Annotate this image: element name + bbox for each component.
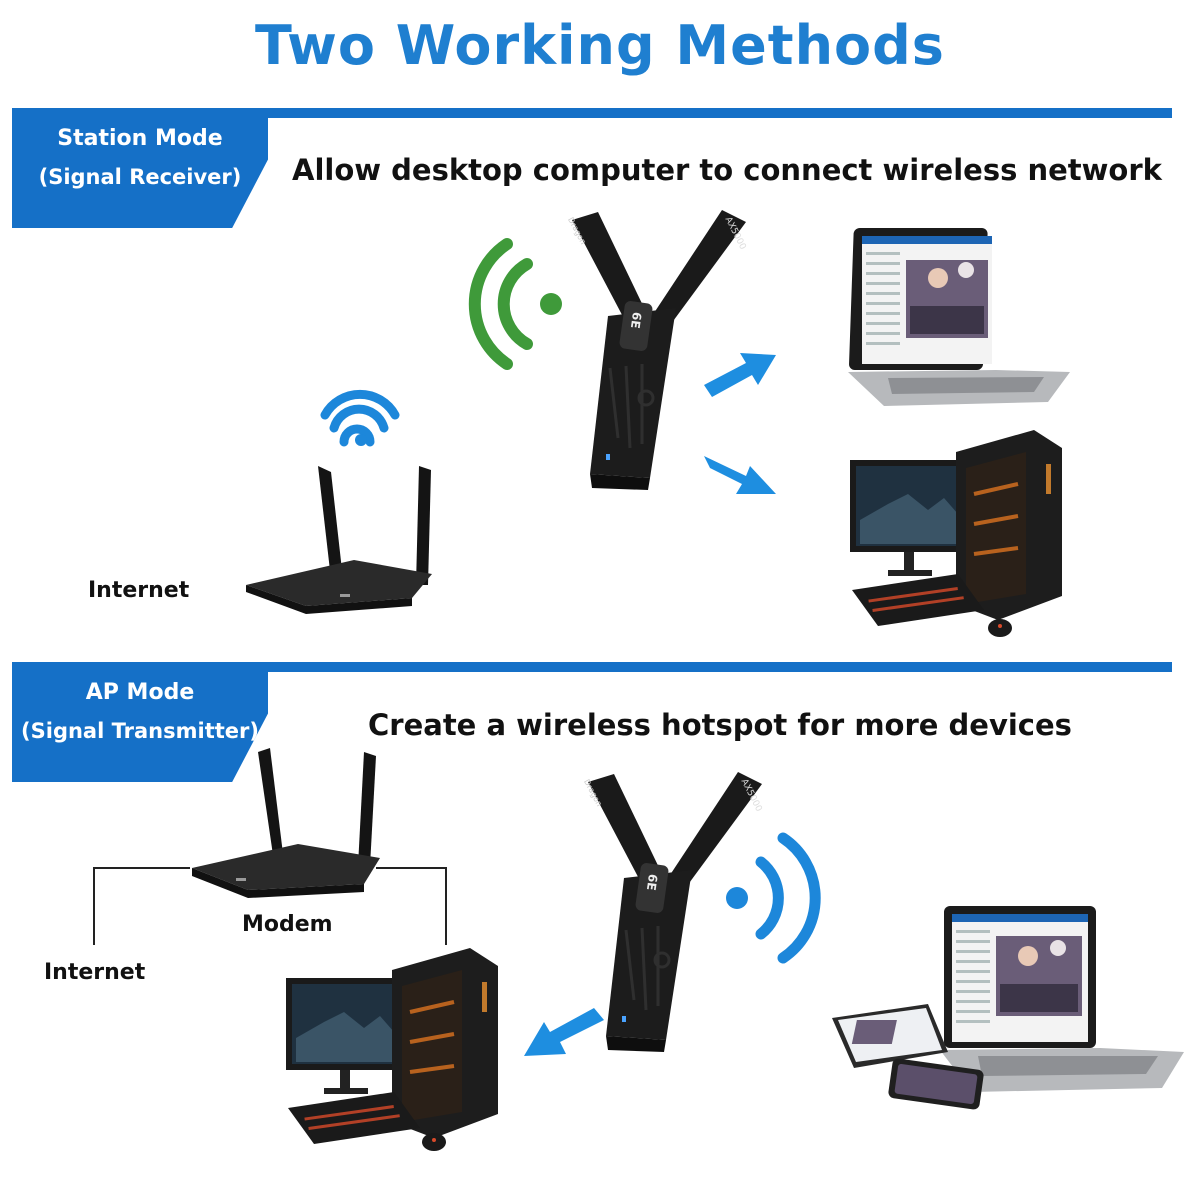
station-mode-tab: Station Mode (Signal Receiver) <box>12 110 268 228</box>
router-icon <box>246 466 432 614</box>
signal-waves-icon <box>468 238 562 370</box>
section-divider-ap <box>12 662 1172 672</box>
usb-wifi-adapter: Dragon AX5000 6E <box>566 210 748 490</box>
section-divider <box>12 108 1172 118</box>
ap-mode-tab: AP Mode (Signal Transmitter) <box>12 664 268 782</box>
arrow-to-desktop-ap-icon <box>524 1008 604 1056</box>
svg-text:6E: 6E <box>628 311 644 329</box>
ap-headline: Create a wireless hotspot for more devic… <box>368 708 1072 742</box>
svg-text:6E: 6E <box>644 873 660 891</box>
station-headline: Allow desktop computer to connect wirele… <box>292 153 1162 187</box>
laptop-icon <box>848 228 1070 406</box>
mobile-devices-icon <box>832 906 1184 1110</box>
router-illustration <box>246 389 432 614</box>
station-internet-label: Internet <box>88 578 190 603</box>
ap-mode-subtitle: (Signal Transmitter) <box>21 719 259 743</box>
modem-router-icon <box>192 748 380 898</box>
ap-internet-label: Internet <box>44 960 146 985</box>
modem-connection-lines <box>93 867 447 945</box>
usb-wifi-adapter-ap: Dragon AX5000 6E <box>582 772 764 1052</box>
ap-mode-title: AP Mode <box>85 680 195 705</box>
signal-waves-ap-icon <box>726 832 821 964</box>
desktop-computer-icon <box>850 430 1062 637</box>
page-title: Two Working Methods <box>255 14 945 77</box>
station-mode-subtitle: (Signal Receiver) <box>38 165 242 189</box>
arrow-to-laptop-icon <box>704 353 776 397</box>
modem-label: Modem <box>242 912 333 937</box>
wifi-icon <box>320 389 400 447</box>
desktop-computer-icon-ap <box>286 948 498 1151</box>
arrow-to-desktop-icon <box>704 456 776 494</box>
station-mode-title: Station Mode <box>57 126 223 151</box>
